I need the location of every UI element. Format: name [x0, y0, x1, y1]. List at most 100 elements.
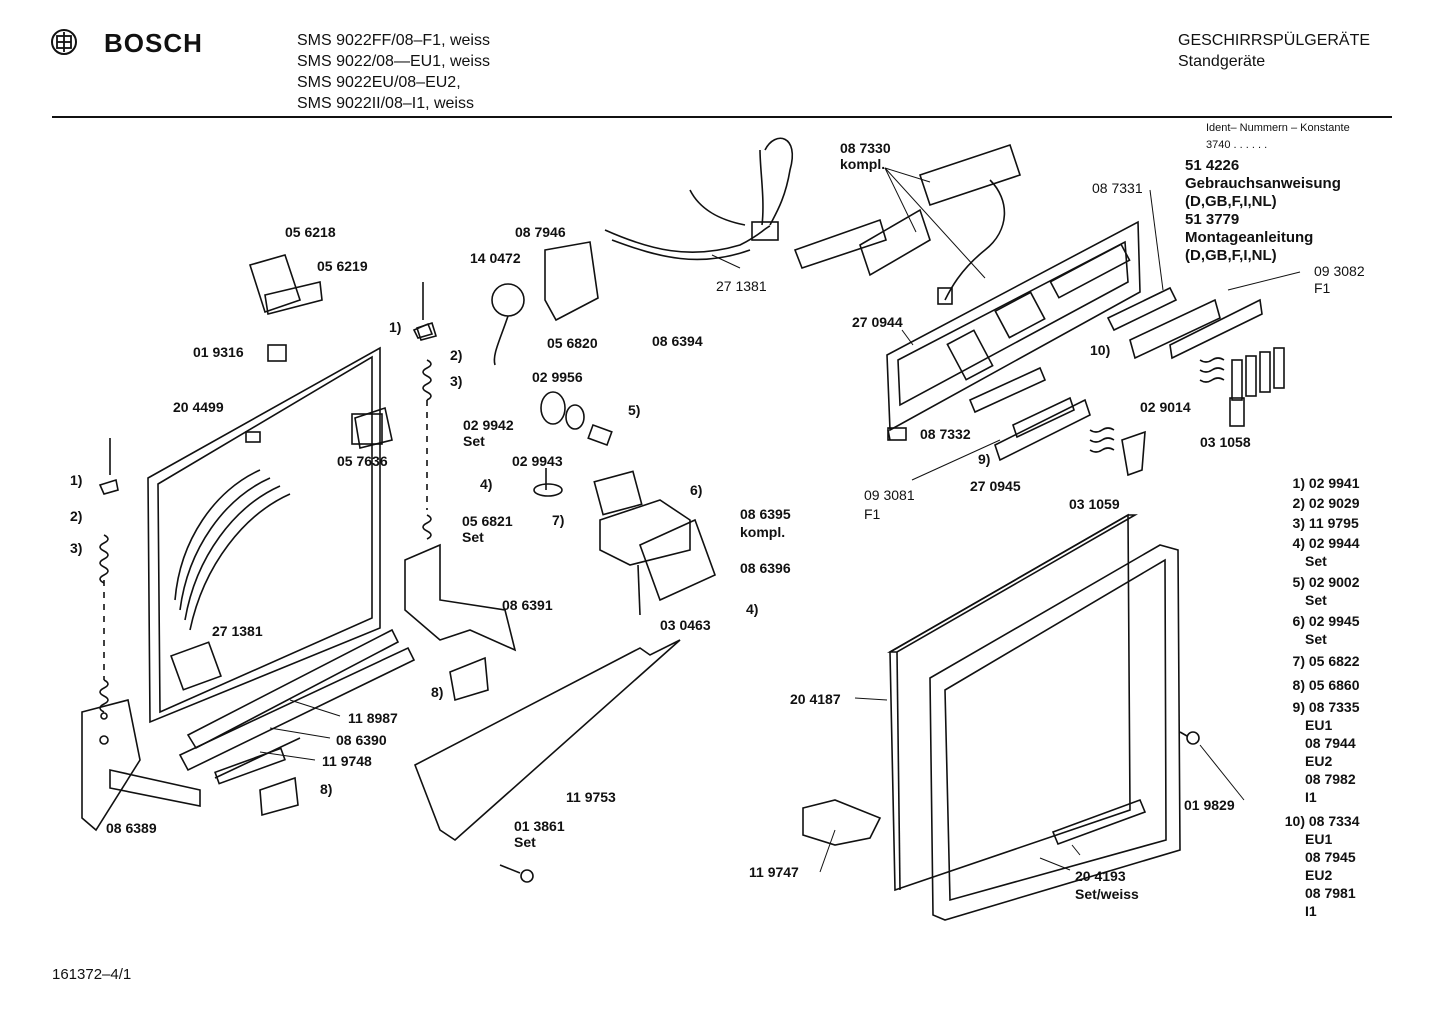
install-number: 51 3779 — [1185, 211, 1240, 228]
callout-056218: 05 6218 — [285, 224, 336, 240]
model-line: SMS 9022FF/08–F1, weiss — [297, 32, 490, 49]
ref-marker: 10) — [1090, 342, 1111, 358]
ref-marker: 9) — [978, 451, 991, 467]
model-line: SMS 9022EU/08–EU2, — [297, 74, 461, 91]
ref-marker: 8) — [320, 781, 333, 797]
legend-item: 8) 05 6860 — [1292, 677, 1360, 693]
callout-119747: 11 9747 — [749, 864, 799, 880]
model-line: SMS 9022/08—EU1, weiss — [297, 53, 490, 70]
outer-door-panel — [887, 513, 1138, 892]
legend-item: 3) 11 9795 — [1292, 515, 1359, 531]
legend-item: 2) 02 9029 — [1292, 495, 1360, 511]
document-list: 51 4226 Gebrauchsanweisung (D,GB,F,I,NL)… — [1185, 157, 1341, 265]
timer-motor — [491, 241, 599, 366]
callout-029956: 02 9956 — [532, 369, 583, 385]
callout-029942: 02 9942 — [463, 417, 514, 433]
legend-item: 7) 05 6822 — [1292, 653, 1360, 669]
callout-set: Set — [463, 433, 485, 449]
callout-118987: 11 8987 — [348, 710, 398, 726]
manual-title: Gebrauchsanweisung — [1185, 175, 1341, 192]
manual-languages: (D,GB,F,I,NL) — [1185, 193, 1277, 210]
install-languages: (D,GB,F,I,NL) — [1185, 247, 1277, 264]
callout-087331: 08 7331 — [1092, 180, 1143, 196]
ref-marker: 1) — [70, 472, 83, 488]
callout-271381-door: 27 1381 — [212, 623, 263, 639]
callout-set: Set — [514, 834, 536, 850]
callout-270944: 27 0944 — [852, 314, 903, 330]
ref-marker: 3) — [450, 373, 463, 389]
screw-set — [499, 468, 1200, 883]
callout-057636: 05 7636 — [337, 453, 388, 469]
callout-086389: 08 6389 — [106, 820, 157, 836]
manual-number: 51 4226 — [1185, 157, 1240, 174]
brand-name: BOSCH — [104, 28, 203, 58]
bosch-logo — [50, 28, 78, 61]
pushbutton-set — [1089, 347, 1285, 477]
ref-marker: 2) — [70, 508, 83, 524]
inner-door-panel — [147, 346, 383, 724]
callout-019316: 01 9316 — [193, 344, 244, 360]
callout-271381: 27 1381 — [716, 278, 767, 294]
callout-093081: 09 3081 — [864, 487, 915, 503]
callout-119748: 11 9748 — [322, 753, 372, 769]
callout-kompl: kompl. — [740, 524, 786, 540]
callout-086395: 08 6395 — [740, 506, 791, 522]
callout-031058: 03 1058 — [1200, 434, 1251, 450]
plinth-strip — [413, 639, 681, 842]
callout-093082: 09 3082 — [1314, 263, 1365, 279]
callout-204193: 20 4193 — [1075, 868, 1126, 884]
hinge-assembly — [81, 699, 201, 832]
ref-marker: 4) — [480, 476, 493, 492]
callout-086390: 08 6390 — [336, 732, 387, 748]
leader-lines — [259, 167, 1301, 873]
control-fascia — [886, 220, 1141, 441]
ref-marker: 6) — [690, 482, 703, 498]
callout-056219: 05 6219 — [317, 258, 368, 274]
callout-kompl: kompl. — [840, 156, 886, 172]
ref-marker: 4) — [746, 601, 759, 617]
callout-029943: 02 9943 — [512, 453, 563, 469]
callout-f1: F1 — [864, 506, 881, 522]
callout-056820: 05 6820 — [547, 335, 598, 351]
hinge-right — [802, 799, 882, 846]
callout-013861: 01 3861 — [514, 818, 565, 834]
category-block: GESCHIRRSPÜLGERÄTE Standgeräte — [1178, 30, 1370, 72]
callout-030463: 03 0463 — [660, 617, 711, 633]
ref-marker: 7) — [552, 512, 565, 528]
callout-019829: 01 9829 — [1184, 797, 1235, 813]
door-frame — [929, 544, 1181, 921]
category-title: GESCHIRRSPÜLGERÄTE — [1178, 32, 1371, 49]
ref-marker: 5) — [628, 402, 641, 418]
knob-set — [533, 391, 613, 497]
header-divider — [52, 116, 1392, 118]
callout-056821: 05 6821 — [462, 513, 513, 529]
callout-086396: 08 6396 — [740, 560, 791, 576]
spring-left — [98, 438, 119, 713]
callout-f1: F1 — [1314, 280, 1331, 296]
model-list: SMS 9022FF/08–F1, weiss SMS 9022/08—EU1,… — [297, 30, 490, 114]
document-id: 161372–4/1 — [52, 966, 132, 983]
category-subtitle: Standgeräte — [1178, 53, 1266, 70]
lever-bracket — [404, 543, 517, 652]
ref-marker: 8) — [431, 684, 444, 700]
wiring-harness — [604, 137, 793, 261]
bottom-rail — [178, 628, 416, 785]
ref-marker: 2) — [450, 347, 463, 363]
ref-marker: 3) — [70, 540, 83, 556]
callout-204187: 20 4187 — [790, 691, 841, 707]
legend-item: 1) 02 9941 — [1292, 475, 1360, 491]
callout-086391: 08 6391 — [502, 597, 553, 613]
callout-029014: 02 9014 — [1140, 399, 1191, 415]
callout-031059: 03 1059 — [1069, 496, 1120, 512]
callout-086394: 08 6394 — [652, 333, 703, 349]
callout-set: Set — [462, 529, 484, 545]
callout-087946: 08 7946 — [515, 224, 566, 240]
small-bracket-parts — [248, 254, 438, 449]
door-latch — [593, 470, 717, 616]
